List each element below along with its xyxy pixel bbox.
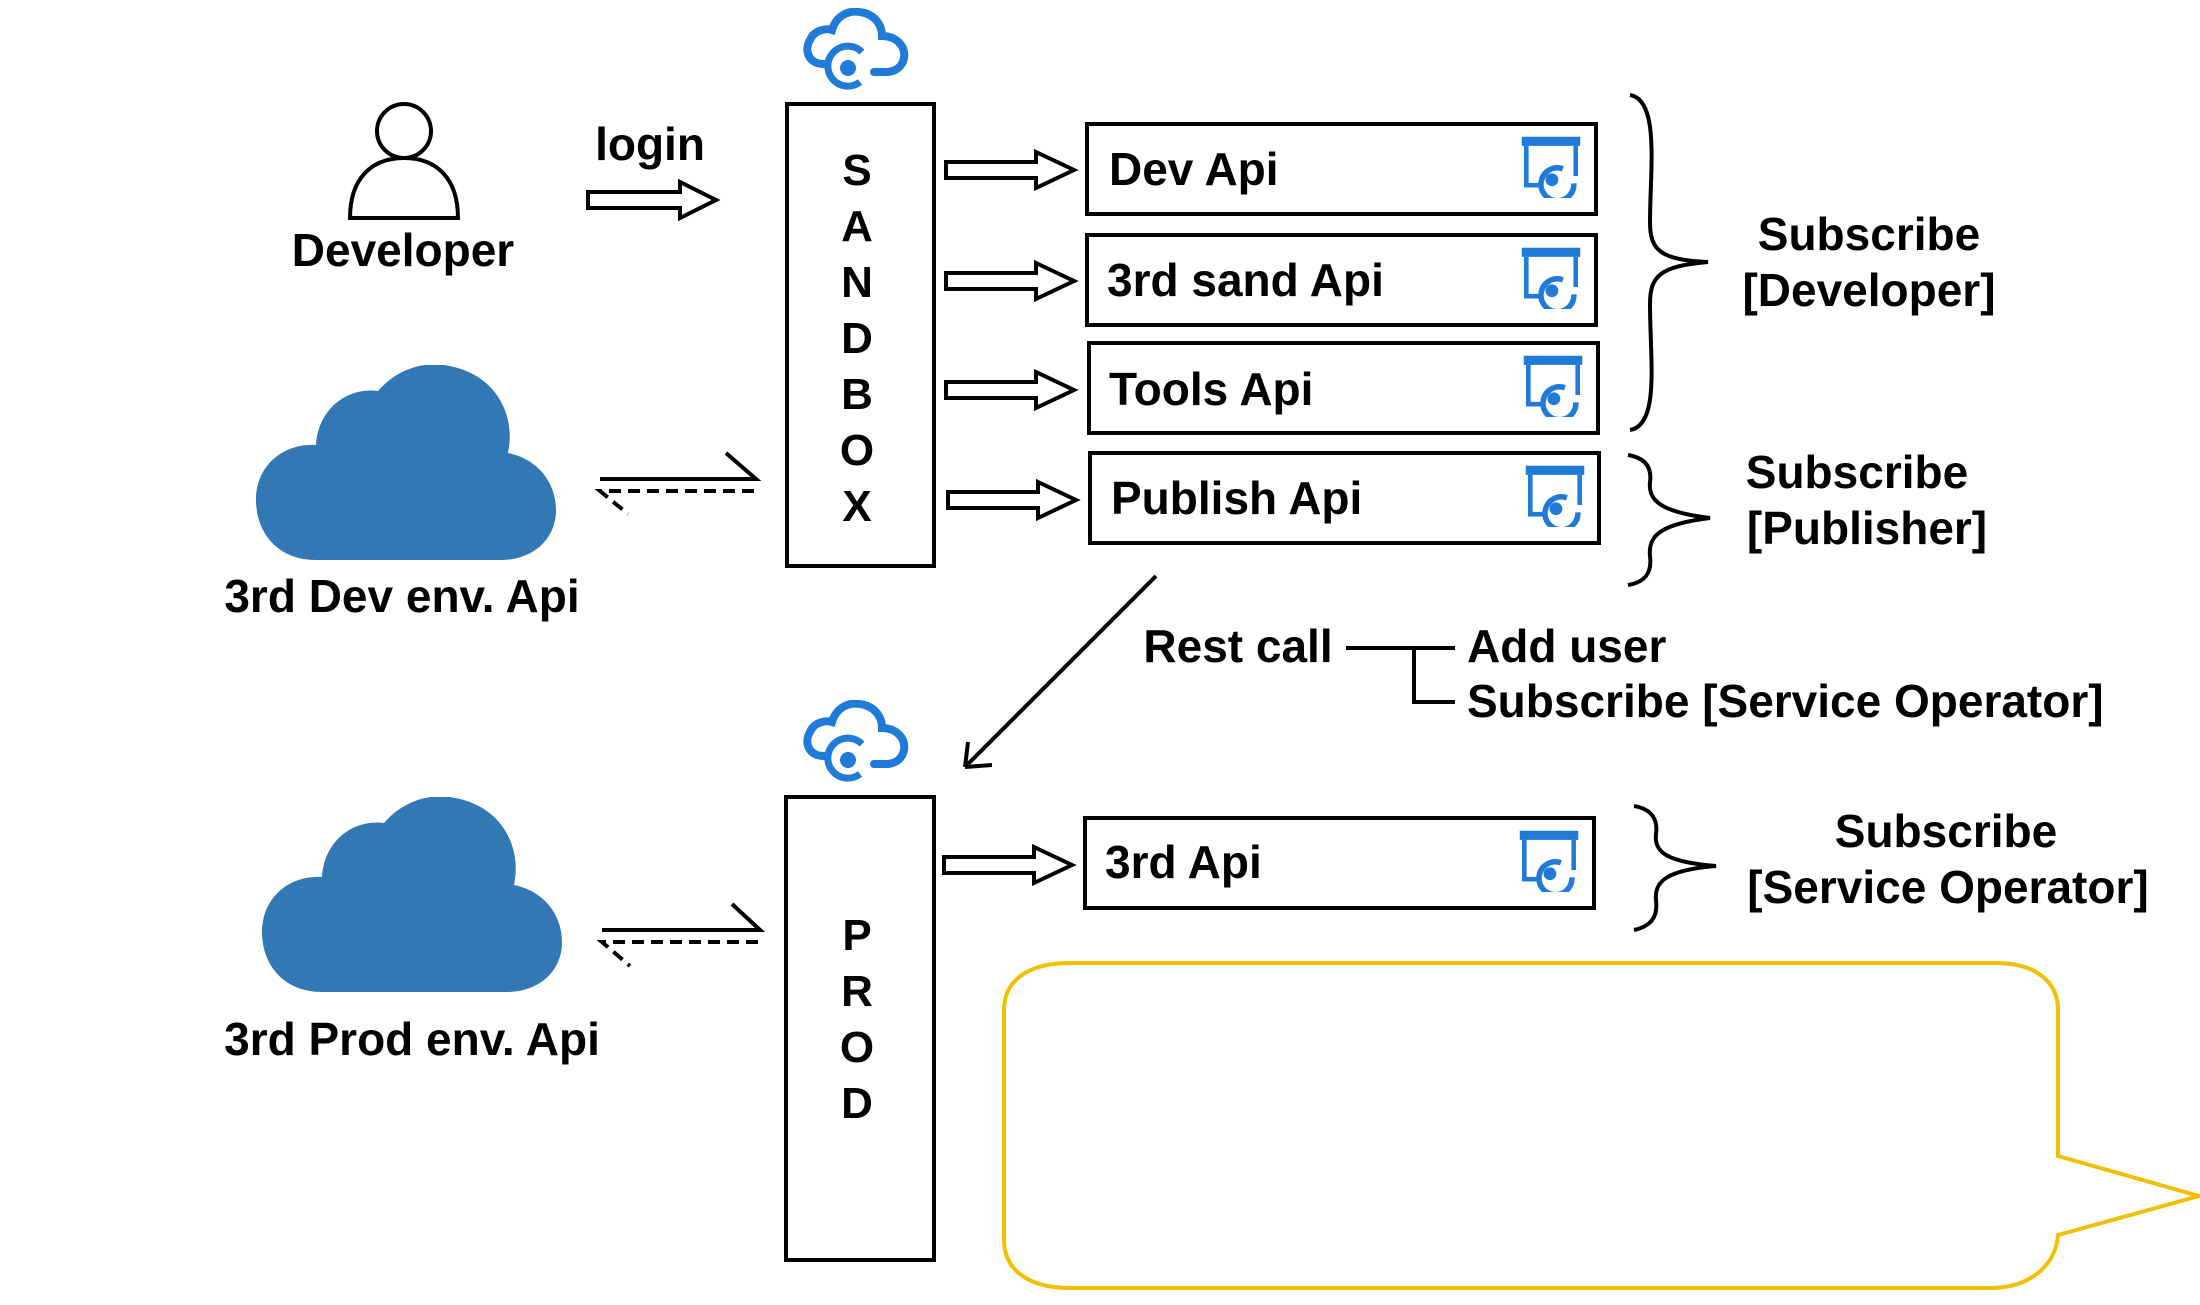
api-box-tools[interactable]: Tools Api [1087, 341, 1600, 435]
dev-cloud-label: 3rd Dev env. Api [224, 570, 579, 622]
rest-call-branch: Add user [1467, 620, 1666, 672]
sandbox-letter: O [840, 426, 874, 475]
sandbox-letter: X [842, 482, 871, 531]
brace-publisher [1627, 453, 1711, 587]
subscribe-operator-line2: [Service Operator] [1747, 861, 2148, 913]
subscribe-operator-line1: Subscribe [1835, 805, 2057, 857]
developer-actor: Developer [292, 102, 515, 276]
login-label: login [595, 118, 705, 170]
prod-box: P R O D [784, 704, 936, 1262]
sandbox-letter: S [842, 146, 871, 195]
subscribe-developer-line2: [Developer] [1742, 264, 1995, 316]
api-box-dev[interactable]: Dev Api [1085, 122, 1598, 216]
prod-cloud-icon [807, 704, 904, 778]
rest-call-branch-lines [1346, 646, 1455, 704]
sandbox-cloud-icon [807, 12, 904, 86]
sandbox-letter: A [841, 202, 873, 251]
prod-letter: P [842, 911, 871, 960]
sandbox-letter: D [841, 314, 873, 363]
subscribe-developer-line1: Subscribe [1758, 208, 1980, 260]
api-box-3rd-sand[interactable]: 3rd sand Api [1085, 233, 1598, 327]
rest-call-branch: Subscribe [Service Operator] [1467, 675, 2104, 727]
sandbox-letter: B [841, 370, 873, 419]
rest-call-arrow [963, 574, 1158, 769]
prod-api-arrow [942, 843, 1077, 887]
prod-cloud-label: 3rd Prod env. Api [224, 1013, 600, 1065]
person-icon [347, 102, 461, 220]
api-label: Dev Api [1109, 143, 1279, 195]
login-arrow [586, 178, 721, 222]
developer-label: Developer [292, 224, 515, 276]
prod-letter: D [841, 1079, 873, 1128]
subscribe-publisher-line2: [Publisher] [1747, 502, 1987, 554]
api-label: Publish Api [1111, 472, 1362, 524]
sandbox-box: S A N D B O X [785, 12, 936, 568]
dev-cloud-icon [256, 365, 556, 560]
prod-letter: O [840, 1023, 874, 1072]
api-box-3rd[interactable]: 3rd Api [1083, 816, 1596, 910]
dev-sync-arrows [594, 451, 762, 516]
prod-cloud-icon [262, 797, 562, 992]
brace-operator [1633, 804, 1717, 932]
rest-call-label: Rest call [1143, 620, 1332, 672]
callout-bubble [1002, 961, 2200, 1290]
sandbox-letter: N [841, 258, 873, 307]
api-label: 3rd sand Api [1107, 254, 1384, 306]
api-label: 3rd Api [1105, 836, 1262, 888]
brace-developer [1629, 93, 1709, 432]
api-box-publish[interactable]: Publish Api [1088, 451, 1601, 545]
api-label: Tools Api [1109, 363, 1313, 415]
prod-letter: R [841, 967, 873, 1016]
prod-sync-arrows [596, 902, 766, 968]
sandbox-api-arrows [944, 148, 1081, 522]
subscribe-publisher-line1: Subscribe [1746, 446, 1968, 498]
